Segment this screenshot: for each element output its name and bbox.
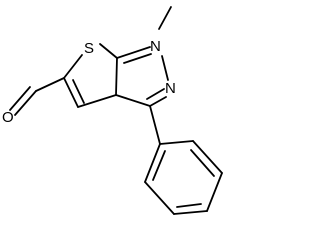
structure-canvas: S N N O	[2, 6, 223, 215]
nitrogen-label-1: N	[150, 38, 161, 55]
bond-c6a-s	[99, 43, 118, 59]
bond-c5-cho	[35, 77, 65, 92]
bond-ph-1	[159, 140, 194, 145]
bond-c4-c3a	[77, 94, 117, 108]
bond-c6a-n1	[116, 46, 151, 59]
bond-c3a-c6a	[115, 57, 118, 96]
bond-s-c5	[63, 54, 83, 79]
bond-ph-5	[144, 181, 175, 215]
bond-ph-4	[173, 210, 208, 215]
molecule-diagram: S N N O	[2, 6, 223, 215]
bond-ph-2	[192, 140, 223, 174]
bond-n-methyl	[158, 6, 172, 30]
bond-cho-o-inner	[9, 86, 31, 111]
bond-n1-n2	[161, 55, 169, 81]
bond-cho-o	[14, 90, 37, 116]
nitrogen-label-2: N	[165, 80, 176, 97]
bond-ph-3	[206, 172, 223, 212]
bond-c5-c4	[63, 77, 79, 108]
bond-ph-4-inner	[176, 203, 202, 208]
bond-ph-6	[144, 143, 161, 183]
bond-ph-2-inner	[190, 149, 215, 177]
bond-n2-c3-inner	[146, 88, 165, 100]
bond-c3-c3a	[115, 94, 151, 107]
bond-c3-phenyl	[149, 105, 161, 145]
bond-c5-c4-inner	[72, 79, 85, 104]
bond-c6a-n1-inner	[123, 53, 152, 64]
bond-ph-6-inner	[152, 150, 166, 181]
sulfur-label: S	[84, 40, 94, 57]
bond-n2-c3	[149, 96, 167, 107]
oxygen-label: O	[2, 109, 14, 126]
